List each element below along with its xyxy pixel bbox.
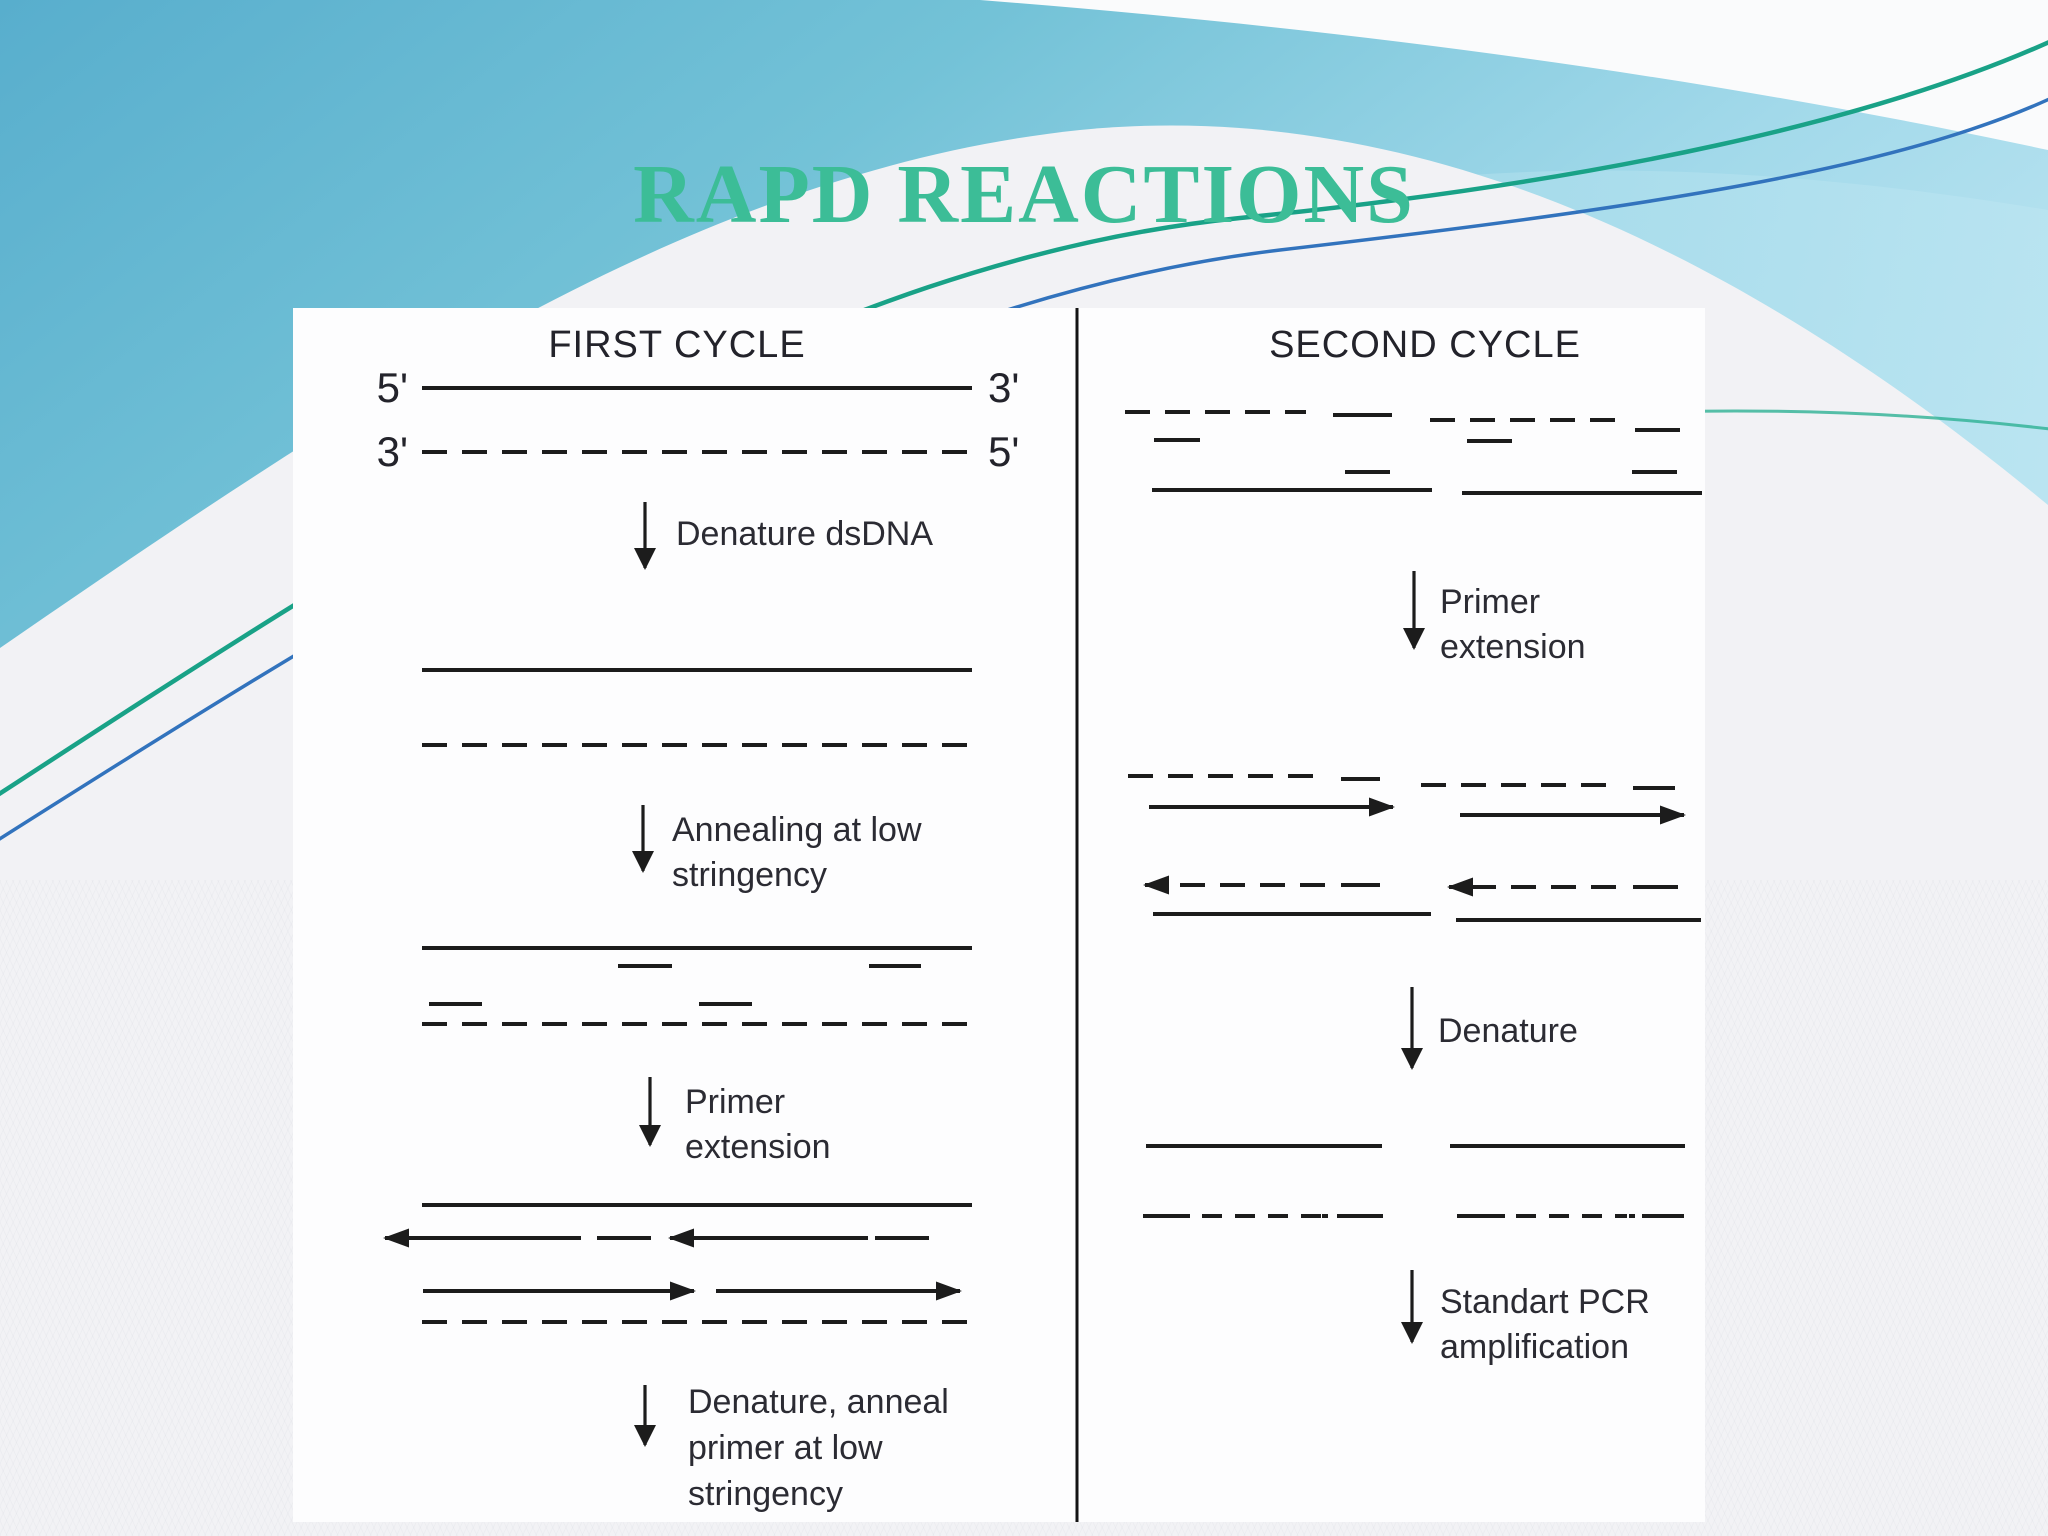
step-label-line: Primer xyxy=(685,1083,786,1121)
step-label-denature-second: Denature xyxy=(1438,1009,1578,1054)
step-label-line: Annealing at low xyxy=(672,811,922,849)
extension-products-first-cycle xyxy=(383,1203,972,1324)
strand-label-5prime-top-left: 5' xyxy=(376,364,408,411)
step-label-line: extension xyxy=(1440,628,1586,666)
step-label-line: amplification xyxy=(1440,1328,1629,1366)
strand-label-5prime-bottom-right: 5' xyxy=(988,428,1020,475)
step-label-line: Primer xyxy=(1440,583,1541,621)
corner-white-sliver xyxy=(980,0,2048,150)
strand-label-3prime-top-right: 3' xyxy=(988,364,1020,411)
second-cycle-templates xyxy=(1125,410,1702,495)
denatured-single-strands xyxy=(422,668,972,747)
strand-label-3prime-bottom-left: 3' xyxy=(376,428,408,475)
slide-title: RAPD REACTIONS xyxy=(633,148,1415,241)
step-label-denature-anneal: Denature, anneal primer at low stringenc… xyxy=(688,1379,949,1517)
step-label-line: Denature dsDNA xyxy=(676,515,934,553)
step-label-line: Denature xyxy=(1438,1012,1578,1050)
step-label-pcr-amplification: Standart PCR amplification xyxy=(1440,1280,1650,1370)
second-cycle-extension-products xyxy=(1128,774,1701,922)
dsdna-template xyxy=(422,386,972,454)
step-label-denature-dsdna: Denature dsDNA xyxy=(676,512,933,557)
step-label-line: stringency xyxy=(672,856,827,894)
step-label-annealing: Annealing at low stringency xyxy=(672,808,922,898)
step-label-line: extension xyxy=(685,1128,831,1166)
step-label-line: Standart PCR xyxy=(1440,1283,1650,1321)
rapd-diagram-art xyxy=(383,308,1702,1522)
first-cycle-header: FIRST CYCLE xyxy=(548,324,806,366)
step-label-line: stringency xyxy=(688,1475,843,1513)
denatured-products-second-cycle xyxy=(1143,1144,1685,1218)
step-label-line: Denature, anneal xyxy=(688,1383,949,1421)
step-label-primer-extension-first: Primer extension xyxy=(685,1080,831,1170)
annealed-primer-complex xyxy=(422,946,972,1026)
second-cycle-header: SECOND CYCLE xyxy=(1269,324,1581,366)
diagram-panel: FIRST CYCLE SECOND CYCLE 5' 3' 3' 5' Den… xyxy=(293,308,1705,1522)
step-label-primer-extension-second: Primer extension xyxy=(1440,580,1586,670)
step-label-line: primer at low xyxy=(688,1429,883,1467)
